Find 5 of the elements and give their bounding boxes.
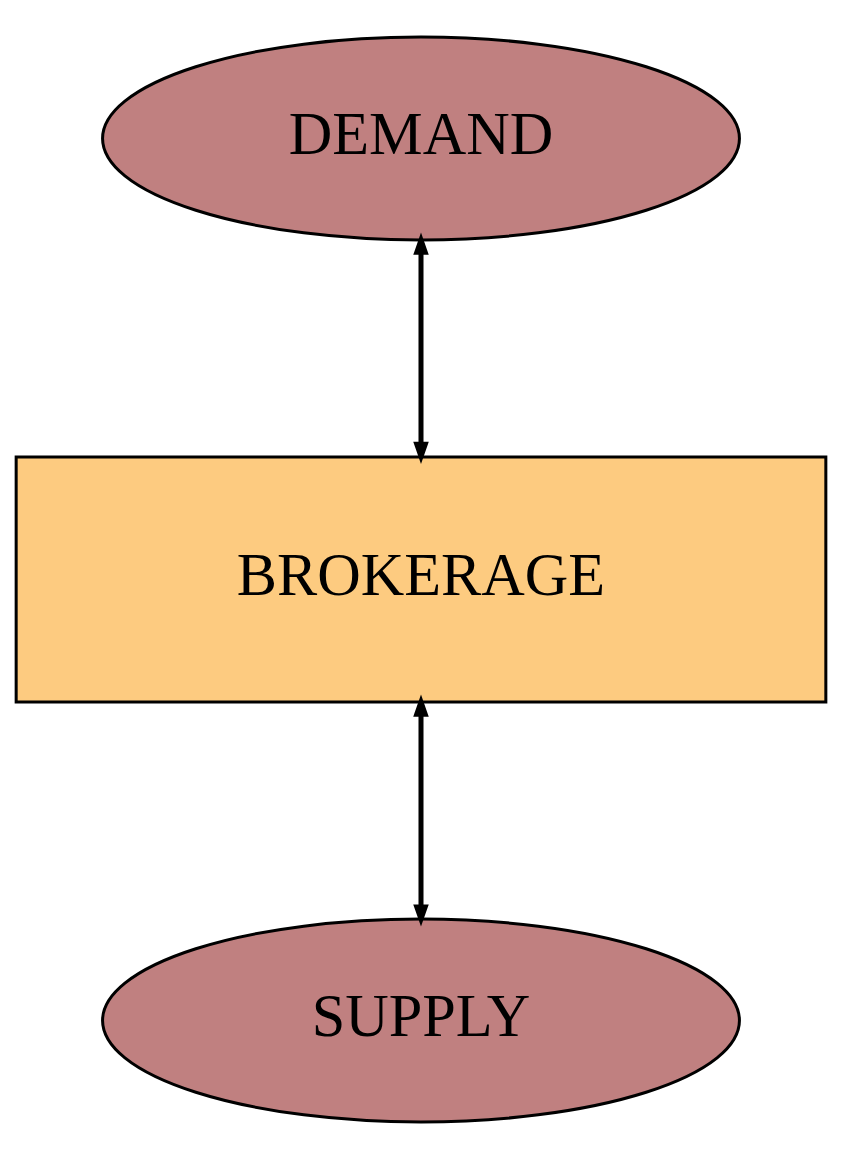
node-ellipse: DEMAND [101, 35, 741, 242]
arrow [413, 232, 429, 464]
node-box: BROKERAGE [14, 455, 828, 704]
node-ellipse: SUPPLY [101, 917, 741, 1124]
arrow [413, 694, 429, 927]
